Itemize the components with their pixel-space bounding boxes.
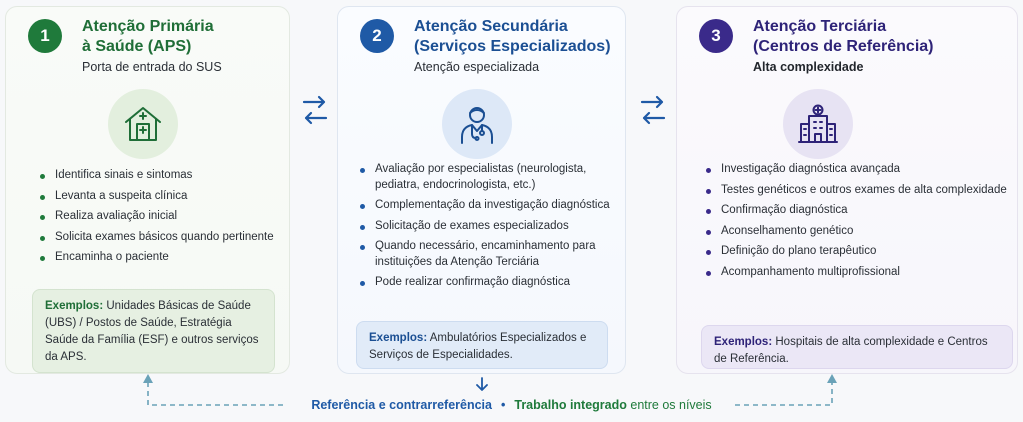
card-title-line1: Atenção Primária bbox=[82, 18, 214, 35]
card-subtitle: Porta de entrada do SUS bbox=[82, 60, 222, 74]
card-title: Atenção Primária à Saúde (APS) bbox=[82, 17, 214, 57]
card-bullet-list: Avaliação por especialistas (neurologist… bbox=[358, 162, 620, 296]
card-tertiary-care: 3 Atenção Terciária (Centros de Referênc… bbox=[676, 6, 1018, 374]
list-item: Realiza avaliação inicial bbox=[38, 209, 278, 225]
list-item: Confirmação diagnóstica bbox=[704, 203, 1009, 219]
examples-text: Ambulatórios Especializados e Serviços d… bbox=[369, 332, 587, 361]
list-item: Identifica sinais e sintomas bbox=[38, 168, 278, 184]
bidirectional-arrows-icon bbox=[640, 95, 666, 125]
footer-separator: • bbox=[500, 398, 506, 412]
list-item: Investigação diagnóstica avançada bbox=[704, 162, 1009, 178]
examples-text: Unidades Básicas de Saúde (UBS) / Postos… bbox=[45, 300, 259, 363]
footer-referral-text: Referência e contrarreferência bbox=[311, 398, 492, 412]
examples-box: Exemplos: Ambulatórios Especializados e … bbox=[356, 321, 608, 369]
card-title-line2: (Centros de Referência) bbox=[753, 38, 934, 55]
examples-text: Hospitais de alta complexidade e Centros… bbox=[714, 336, 988, 365]
card-secondary-care: 2 Atenção Secundária (Serviços Especiali… bbox=[337, 6, 626, 374]
footer-integrated-text: Trabalho integrado bbox=[514, 398, 627, 412]
examples-label: Exemplos: bbox=[369, 332, 428, 344]
list-item: Levanta a suspeita clínica bbox=[38, 189, 278, 205]
card-title-line1: Atenção Terciária bbox=[753, 18, 887, 35]
doctor-stethoscope-icon bbox=[442, 89, 512, 159]
step-number-badge: 2 bbox=[360, 19, 394, 53]
examples-box: Exemplos: Unidades Básicas de Saúde (UBS… bbox=[32, 289, 275, 373]
card-primary-care: 1 Atenção Primária à Saúde (APS) Porta d… bbox=[5, 6, 290, 374]
examples-box: Exemplos: Hospitais de alta complexidade… bbox=[701, 325, 1013, 369]
list-item: Encaminha o paciente bbox=[38, 250, 278, 266]
house-clinic-icon bbox=[108, 89, 178, 159]
card-title: Atenção Terciária (Centros de Referência… bbox=[753, 17, 934, 57]
examples-label: Exemplos: bbox=[45, 300, 104, 312]
card-subtitle: Atenção especializada bbox=[414, 60, 540, 74]
step-number-badge: 3 bbox=[699, 19, 733, 53]
hospital-building-icon bbox=[783, 89, 853, 159]
list-item: Definição do plano terapêutico bbox=[704, 244, 1009, 260]
card-title-line2: à Saúde (APS) bbox=[82, 38, 192, 55]
referral-flow-line bbox=[143, 374, 837, 406]
referral-footer: Referência e contrarreferência • Trabalho … bbox=[0, 398, 1023, 412]
list-item: Testes genéticos e outros exames de alta… bbox=[704, 183, 1009, 199]
list-item: Avaliação por especialistas (neurologist… bbox=[358, 162, 620, 193]
list-item: Aconselhamento genético bbox=[704, 224, 1009, 240]
card-bullet-list: Identifica sinais e sintomas Levanta a s… bbox=[38, 168, 278, 271]
card-title-line1: Atenção Secundária bbox=[414, 18, 568, 35]
list-item: Pode realizar confirmação diagnóstica bbox=[358, 275, 620, 291]
list-item: Complementação da investigação diagnósti… bbox=[358, 198, 620, 214]
list-item: Solicitação de exames especializados bbox=[358, 219, 620, 235]
footer-rest-text: entre os níveis bbox=[626, 398, 712, 412]
card-title-line2: (Serviços Especializados) bbox=[414, 38, 611, 55]
list-item: Quando necessário, encaminhamento para i… bbox=[358, 239, 620, 270]
examples-label: Exemplos: bbox=[714, 336, 773, 348]
bidirectional-arrows-icon bbox=[302, 95, 328, 125]
card-title: Atenção Secundária (Serviços Especializa… bbox=[414, 17, 611, 57]
step-number-badge: 1 bbox=[28, 19, 62, 53]
card-bullet-list: Investigação diagnóstica avançada Testes… bbox=[704, 162, 1009, 285]
card-subtitle: Alta complexidade bbox=[753, 60, 864, 74]
list-item: Solicita exames básicos quando pertinent… bbox=[38, 230, 278, 246]
list-item: Acompanhamento multiprofissional bbox=[704, 265, 1009, 281]
